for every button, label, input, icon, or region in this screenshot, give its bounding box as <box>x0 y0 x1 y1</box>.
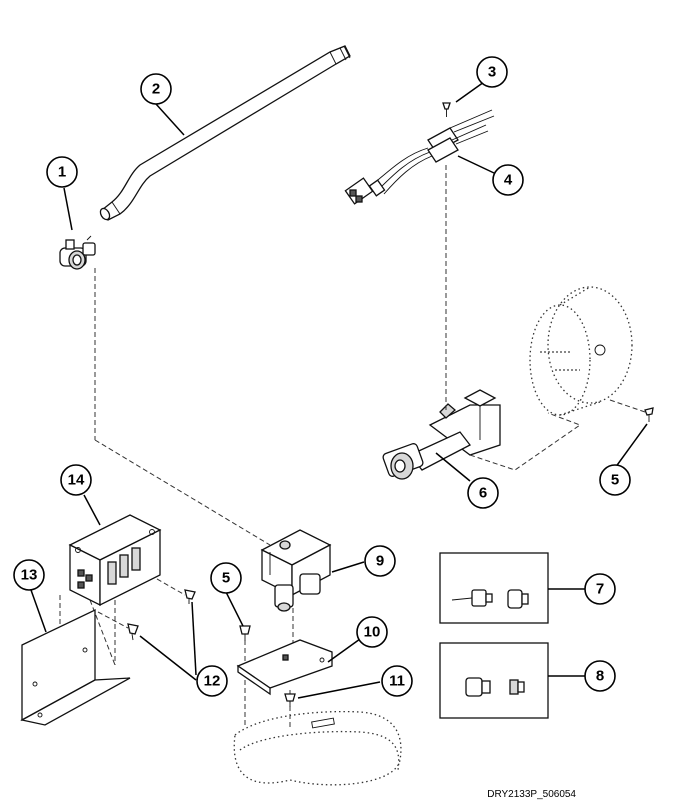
callout-label: 12 <box>204 673 221 690</box>
callout-2: 2 <box>140 73 172 105</box>
callout-label: 2 <box>152 81 160 98</box>
gas-valve <box>260 529 332 612</box>
gas-pipe <box>99 45 351 221</box>
screw-3 <box>442 102 451 117</box>
kit-box-8 <box>439 642 549 719</box>
callout-label: 8 <box>596 668 604 685</box>
callout-5-upper: 5 <box>599 464 631 496</box>
shutoff-valve <box>59 235 96 270</box>
callout-label: 9 <box>376 553 384 570</box>
callout-label: 7 <box>596 581 604 598</box>
base-panel <box>233 710 402 786</box>
assembly-lines <box>59 165 646 730</box>
callout-1: 1 <box>46 156 78 188</box>
burner-housing <box>529 286 633 416</box>
screw-11 <box>284 693 296 707</box>
callout-label: 3 <box>488 64 496 81</box>
callout-3: 3 <box>476 56 508 88</box>
callout-9: 9 <box>364 545 396 577</box>
leader-lines <box>30 81 648 699</box>
callout-label: 11 <box>389 673 405 690</box>
wire-harness <box>344 109 495 205</box>
screws-12 <box>127 589 196 641</box>
callout-5-lower: 5 <box>210 562 242 594</box>
callout-10: 10 <box>356 616 388 648</box>
valve-bracket <box>236 639 333 696</box>
callout-label: 13 <box>21 567 38 584</box>
callout-11: 11 <box>381 665 413 697</box>
diagram-code: DRY2133P_506054 <box>487 789 576 800</box>
callout-label: 5 <box>222 570 230 587</box>
callout-12: 12 <box>196 665 228 697</box>
burner-igniter <box>382 389 501 480</box>
mounting-bracket <box>20 608 131 726</box>
screw-5-upper <box>644 407 654 422</box>
callout-7: 7 <box>584 573 616 605</box>
callout-label: 6 <box>479 485 487 502</box>
callout-8: 8 <box>584 660 616 692</box>
callout-label: 10 <box>364 624 381 641</box>
callout-14: 14 <box>60 464 92 496</box>
callout-13: 13 <box>13 559 45 591</box>
callout-label: 14 <box>68 472 85 489</box>
ignition-module <box>68 514 162 607</box>
callout-4: 4 <box>492 164 524 196</box>
callout-6: 6 <box>467 477 499 509</box>
kit-box-7 <box>439 552 549 624</box>
screw-5-lower <box>239 625 251 641</box>
callout-label: 5 <box>611 472 619 489</box>
callout-label: 1 <box>58 164 66 181</box>
callout-label: 4 <box>504 172 513 189</box>
